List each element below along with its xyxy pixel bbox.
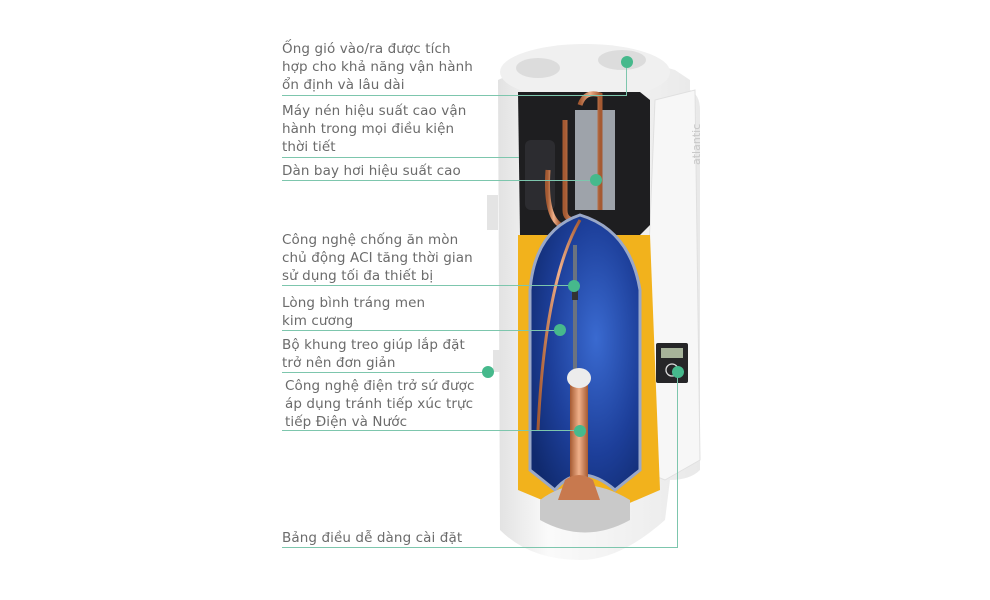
callout-text-line: chủ động ACI tăng thời gian <box>282 250 473 266</box>
callout-text-line: trở nên đơn giản <box>282 355 396 371</box>
marker-dot-evaporator <box>590 174 602 186</box>
callout-air-duct: Ống gió vào/ra được tích hợp cho khả năn… <box>282 40 492 94</box>
callout-text-line: sử dụng tối đa thiết bị <box>282 268 434 284</box>
callout-text-line: Công nghệ điện trở sứ được <box>285 378 475 394</box>
callout-ceramic-heater: Công nghệ điện trở sứ được áp dụng tránh… <box>285 377 493 431</box>
callout-text-line: thời tiết <box>282 139 336 155</box>
callout-enamel-tank: Lòng bình tráng men kim cương <box>282 294 492 330</box>
callout-text-line: Bộ khung treo giúp lắp đặt <box>282 337 465 353</box>
callout-aci-anode: Công nghệ chống ăn mòn chủ động ACI tăng… <box>282 231 492 285</box>
callout-wall-bracket: Bộ khung treo giúp lắp đặt trở nên đơn g… <box>282 336 492 372</box>
leader-line-air-duct-vertical <box>626 62 627 95</box>
leader-line-air-duct <box>282 95 627 96</box>
leader-line-control-panel <box>282 547 678 548</box>
marker-dot-wall-bracket <box>482 366 494 378</box>
marker-dot-enamel-tank <box>554 324 566 336</box>
leader-line-compressor <box>282 157 519 158</box>
leader-line-enamel-tank <box>282 330 560 331</box>
marker-dot-control-panel <box>672 366 684 378</box>
callout-text-line: Công nghệ chống ăn mòn <box>282 232 459 248</box>
callout-text-line: kim cương <box>282 313 354 329</box>
callout-text-line: Ống gió vào/ra được tích <box>282 41 451 57</box>
leader-line-evaporator <box>282 180 596 181</box>
callout-text-line: hợp cho khả năng vận hành <box>282 59 473 75</box>
callout-text-line: Máy nén hiệu suất cao vận <box>282 103 467 119</box>
leader-line-ceramic-heater <box>282 430 580 431</box>
leader-line-aci-anode <box>282 285 574 286</box>
callout-compressor: Máy nén hiệu suất cao vận hành trong mọi… <box>282 102 492 156</box>
callout-text-line: ổn định và lâu dài <box>282 77 405 93</box>
callout-text-line: Bảng điều dễ dàng cài đặt <box>282 530 463 546</box>
marker-dot-air-duct <box>621 56 633 68</box>
callout-text-line: tiếp Điện và Nước <box>285 414 408 430</box>
marker-dot-ceramic-heater <box>574 425 586 437</box>
leader-line-control-panel-vertical <box>677 373 678 547</box>
callout-control-panel: Bảng điều dễ dàng cài đặt <box>282 529 492 547</box>
callout-text-line: hành trong mọi điều kiện <box>282 121 455 137</box>
leader-line-wall-bracket <box>282 372 488 373</box>
brand-logo-text: atlantic <box>690 124 703 165</box>
marker-dot-aci-anode <box>568 280 580 292</box>
callout-text-line: Dàn bay hơi hiệu suất cao <box>282 163 461 179</box>
callout-text-line: Lòng bình tráng men <box>282 295 426 311</box>
callout-evaporator: Dàn bay hơi hiệu suất cao <box>282 162 492 180</box>
callout-text-line: áp dụng tránh tiếp xúc trực <box>285 396 474 412</box>
